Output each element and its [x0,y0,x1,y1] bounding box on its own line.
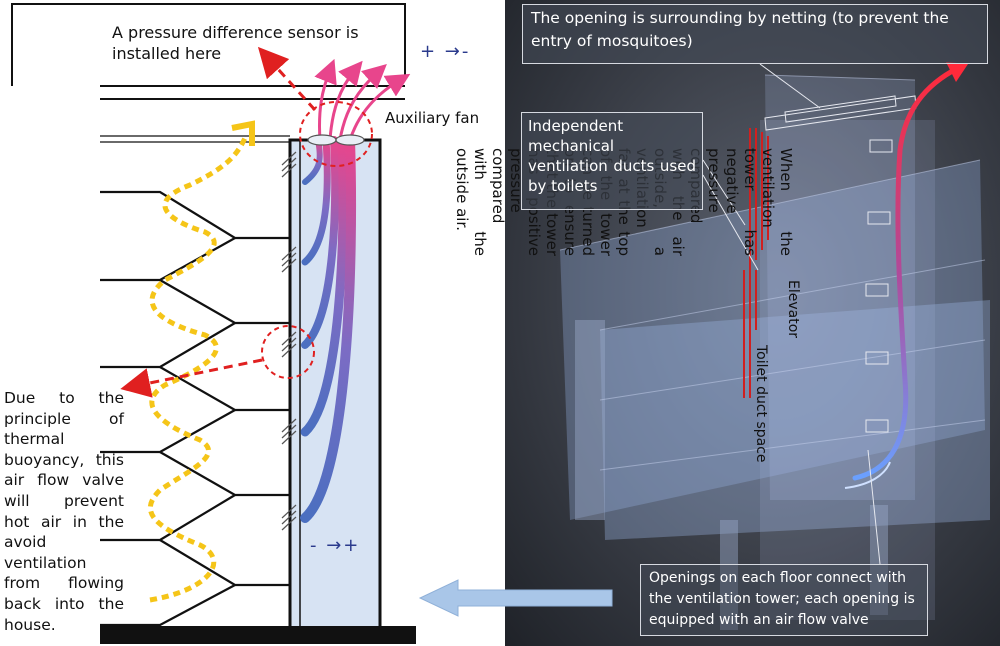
air-flow-valves [281,151,297,531]
valve-1 [281,151,297,178]
ground-slab [100,626,416,644]
valve-3 [281,331,297,358]
auxiliary-fan-label: Auxiliary fan [385,109,480,127]
netting-callout: The opening is surrounding by netting (t… [522,4,988,64]
top-slab [100,135,290,143]
thermal-buoyancy-flow [148,136,248,603]
bottom-pressure-sign: - →+ [310,535,361,556]
toilet-duct-label: Toilet duct space [753,345,769,463]
auxiliary-fan [307,134,365,146]
openings-callout: Openings on each floor connect with the … [640,564,928,636]
toilet-ducts [743,128,769,398]
tower-air-flows [300,58,411,523]
valve-2 [281,246,297,273]
fan-highlight-circle [299,101,373,167]
tower-flow-arrow [852,65,961,481]
sensor-pointer-arrow [257,46,317,112]
backflow-arrow [120,358,263,398]
building-render-panel [505,0,1000,646]
top-pressure-sign: + →- [420,41,471,62]
floor-structure [100,190,290,627]
highlight-markers [261,101,373,379]
building-volumes [560,75,990,630]
link-arrow [418,579,613,617]
sensor-label: A pressure difference sensor is installe… [112,23,359,63]
valve-highlight-circle [261,325,315,379]
valve-5 [281,504,297,531]
building-floor-lines [559,74,986,471]
toilet-ducts-callout: Independent mechanical ventilation ducts… [521,112,703,210]
buoyancy-explanation: Due to the principle of thermal buoyancy… [4,389,124,634]
tower-flow-arrow-head [946,62,968,82]
callout-leaders [702,63,881,565]
valve-4 [281,418,297,445]
elevator-label: Elevator [785,280,801,339]
buoyancy-arrow-head [231,120,255,146]
tower-flow-inlet [844,461,891,489]
